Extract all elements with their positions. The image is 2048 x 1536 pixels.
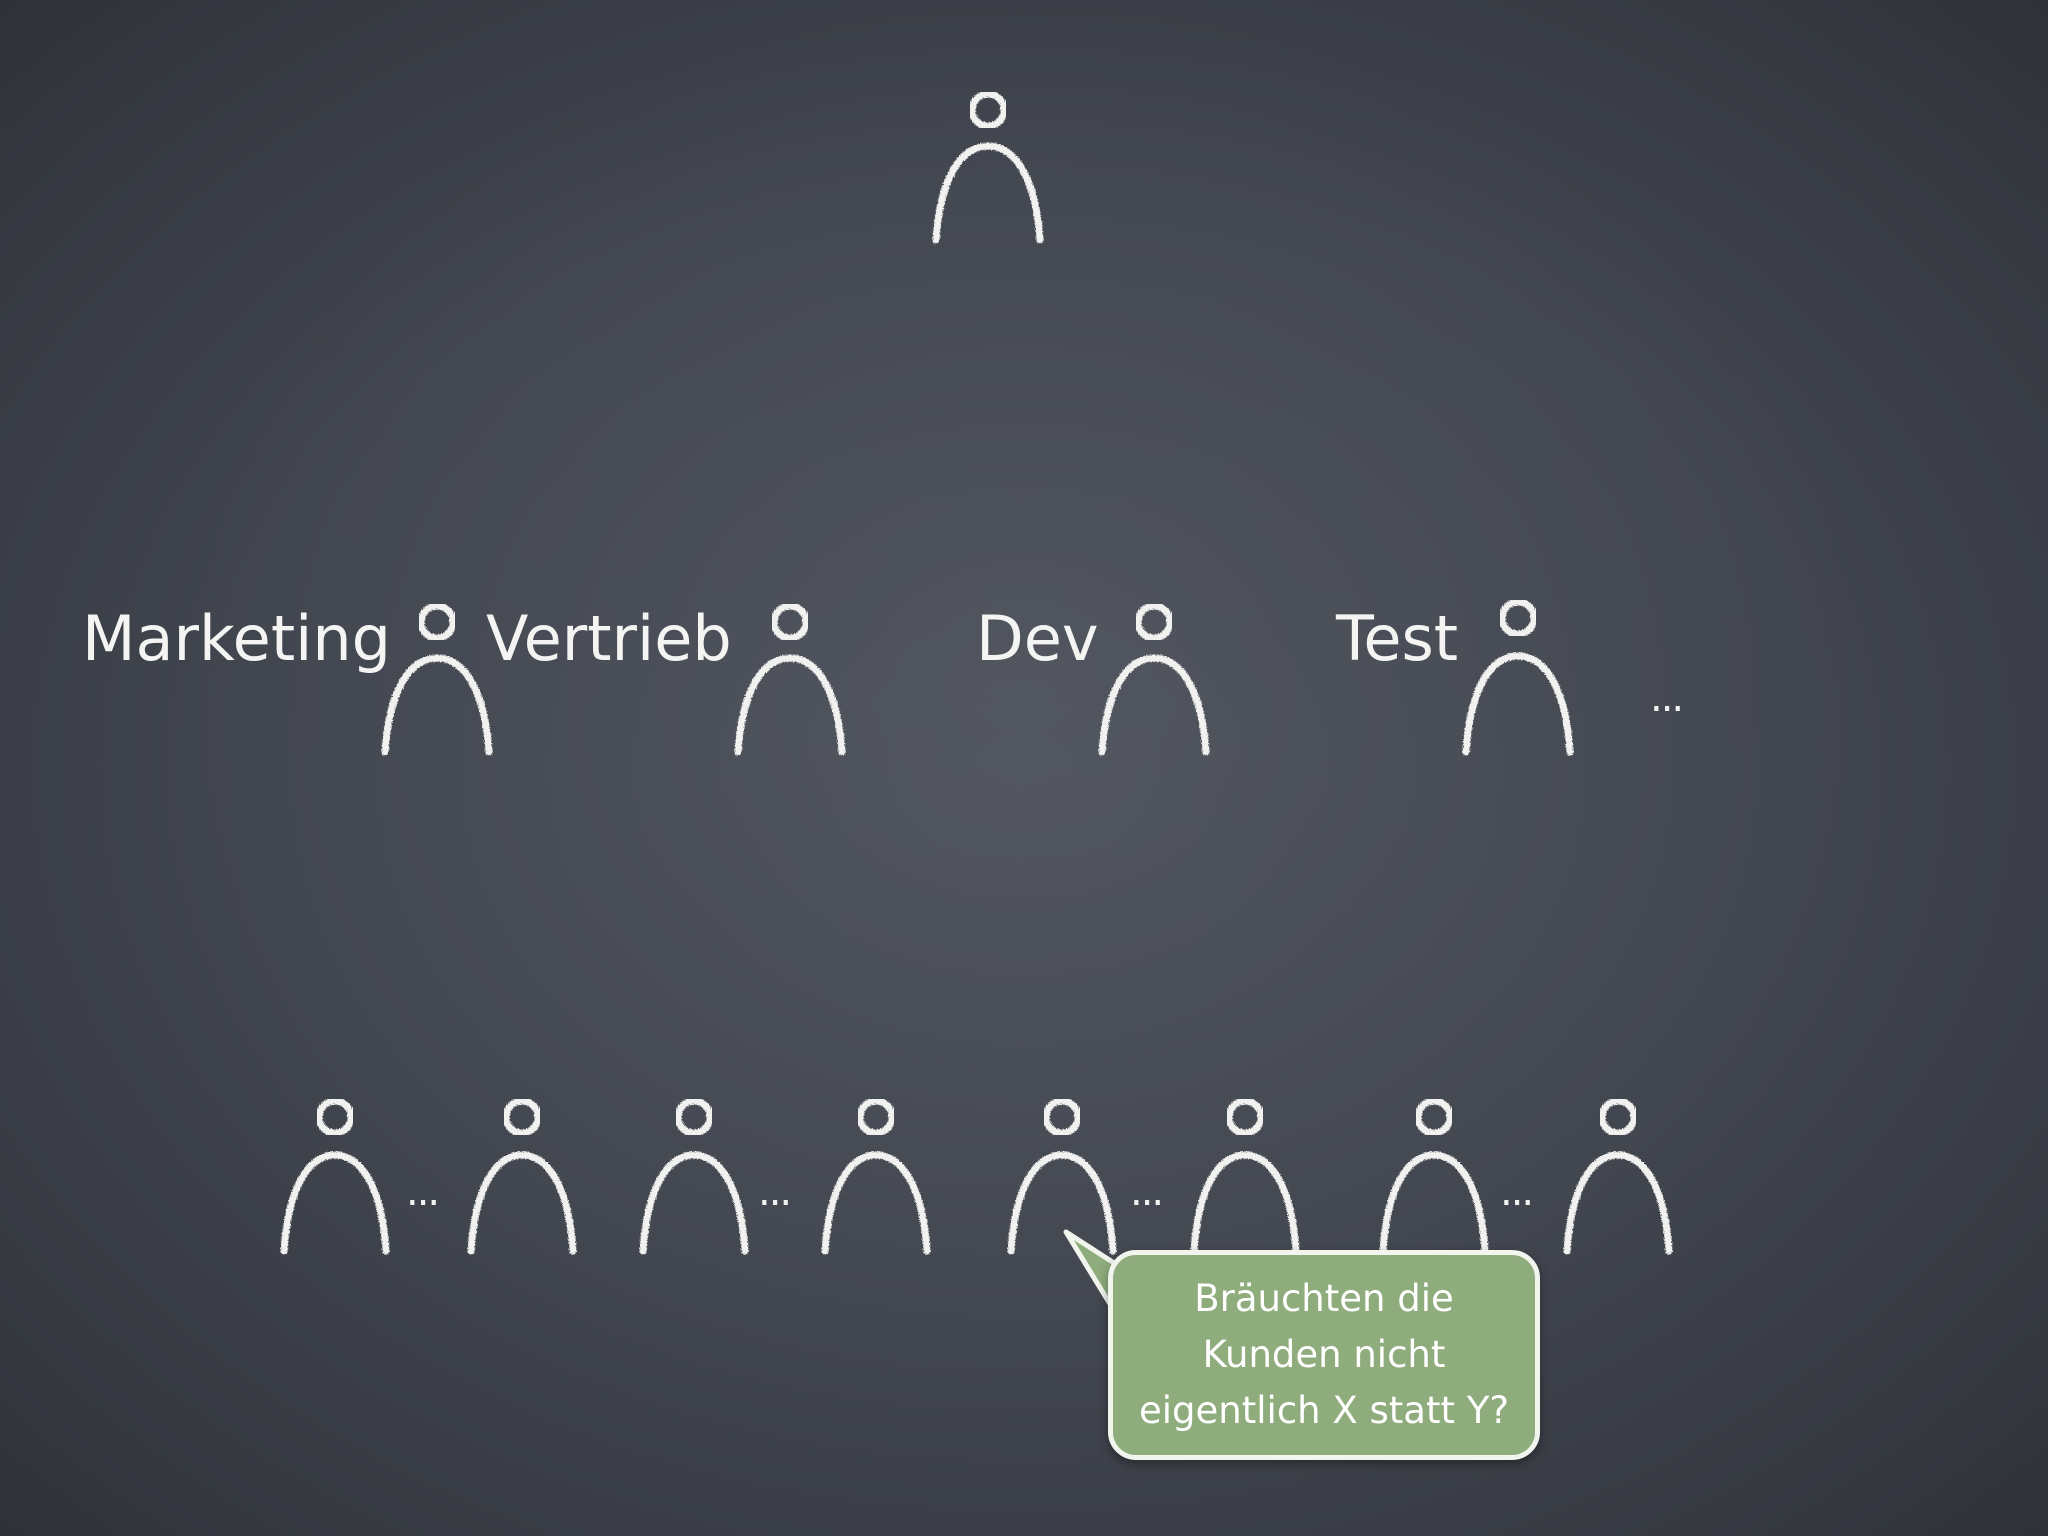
person-vertrieb-staff-2-icon xyxy=(821,1097,931,1255)
person-marketing-staff-1-icon xyxy=(280,1097,390,1255)
speech-line-1: Bräuchten die xyxy=(1194,1277,1454,1320)
person-test-staff-2-icon xyxy=(1563,1097,1673,1255)
more-staff-ellipsis-marketing: ... xyxy=(406,1169,440,1215)
person-dev-head-icon xyxy=(1098,602,1210,756)
department-label-marketing: Marketing xyxy=(82,602,392,675)
more-departments-ellipsis: ... xyxy=(1650,675,1684,721)
department-label-vertrieb: Vertrieb xyxy=(486,602,732,675)
speech-line-3: eigentlich X statt Y? xyxy=(1139,1389,1509,1432)
person-test-head-icon xyxy=(1462,598,1574,756)
speech-bubble: Bräuchten die Kunden nicht eigentlich X … xyxy=(1108,1250,1540,1460)
speech-line-2: Kunden nicht xyxy=(1202,1333,1446,1376)
person-dev-staff-2-icon xyxy=(1190,1097,1300,1255)
person-test-staff-1-icon xyxy=(1379,1097,1489,1255)
speech-bubble-text: Bräuchten die Kunden nicht eigentlich X … xyxy=(1139,1271,1509,1439)
department-label-test: Test xyxy=(1336,602,1459,675)
connector-lines xyxy=(324,248,1632,1069)
person-dev-staff-1-icon xyxy=(1007,1097,1117,1255)
person-marketing-staff-2-icon xyxy=(467,1097,577,1255)
person-vertrieb-head-icon xyxy=(734,602,846,756)
body xyxy=(381,654,493,756)
person-vertrieb-staff-1-icon xyxy=(639,1097,749,1255)
more-staff-ellipsis-test: ... xyxy=(1500,1169,1534,1215)
person-ceo-icon xyxy=(932,90,1044,244)
more-staff-ellipsis-dev: ... xyxy=(1130,1169,1164,1215)
department-label-dev: Dev xyxy=(976,602,1099,675)
more-staff-ellipsis-vertrieb: ... xyxy=(758,1169,792,1215)
person-marketing-head-icon xyxy=(381,602,493,756)
